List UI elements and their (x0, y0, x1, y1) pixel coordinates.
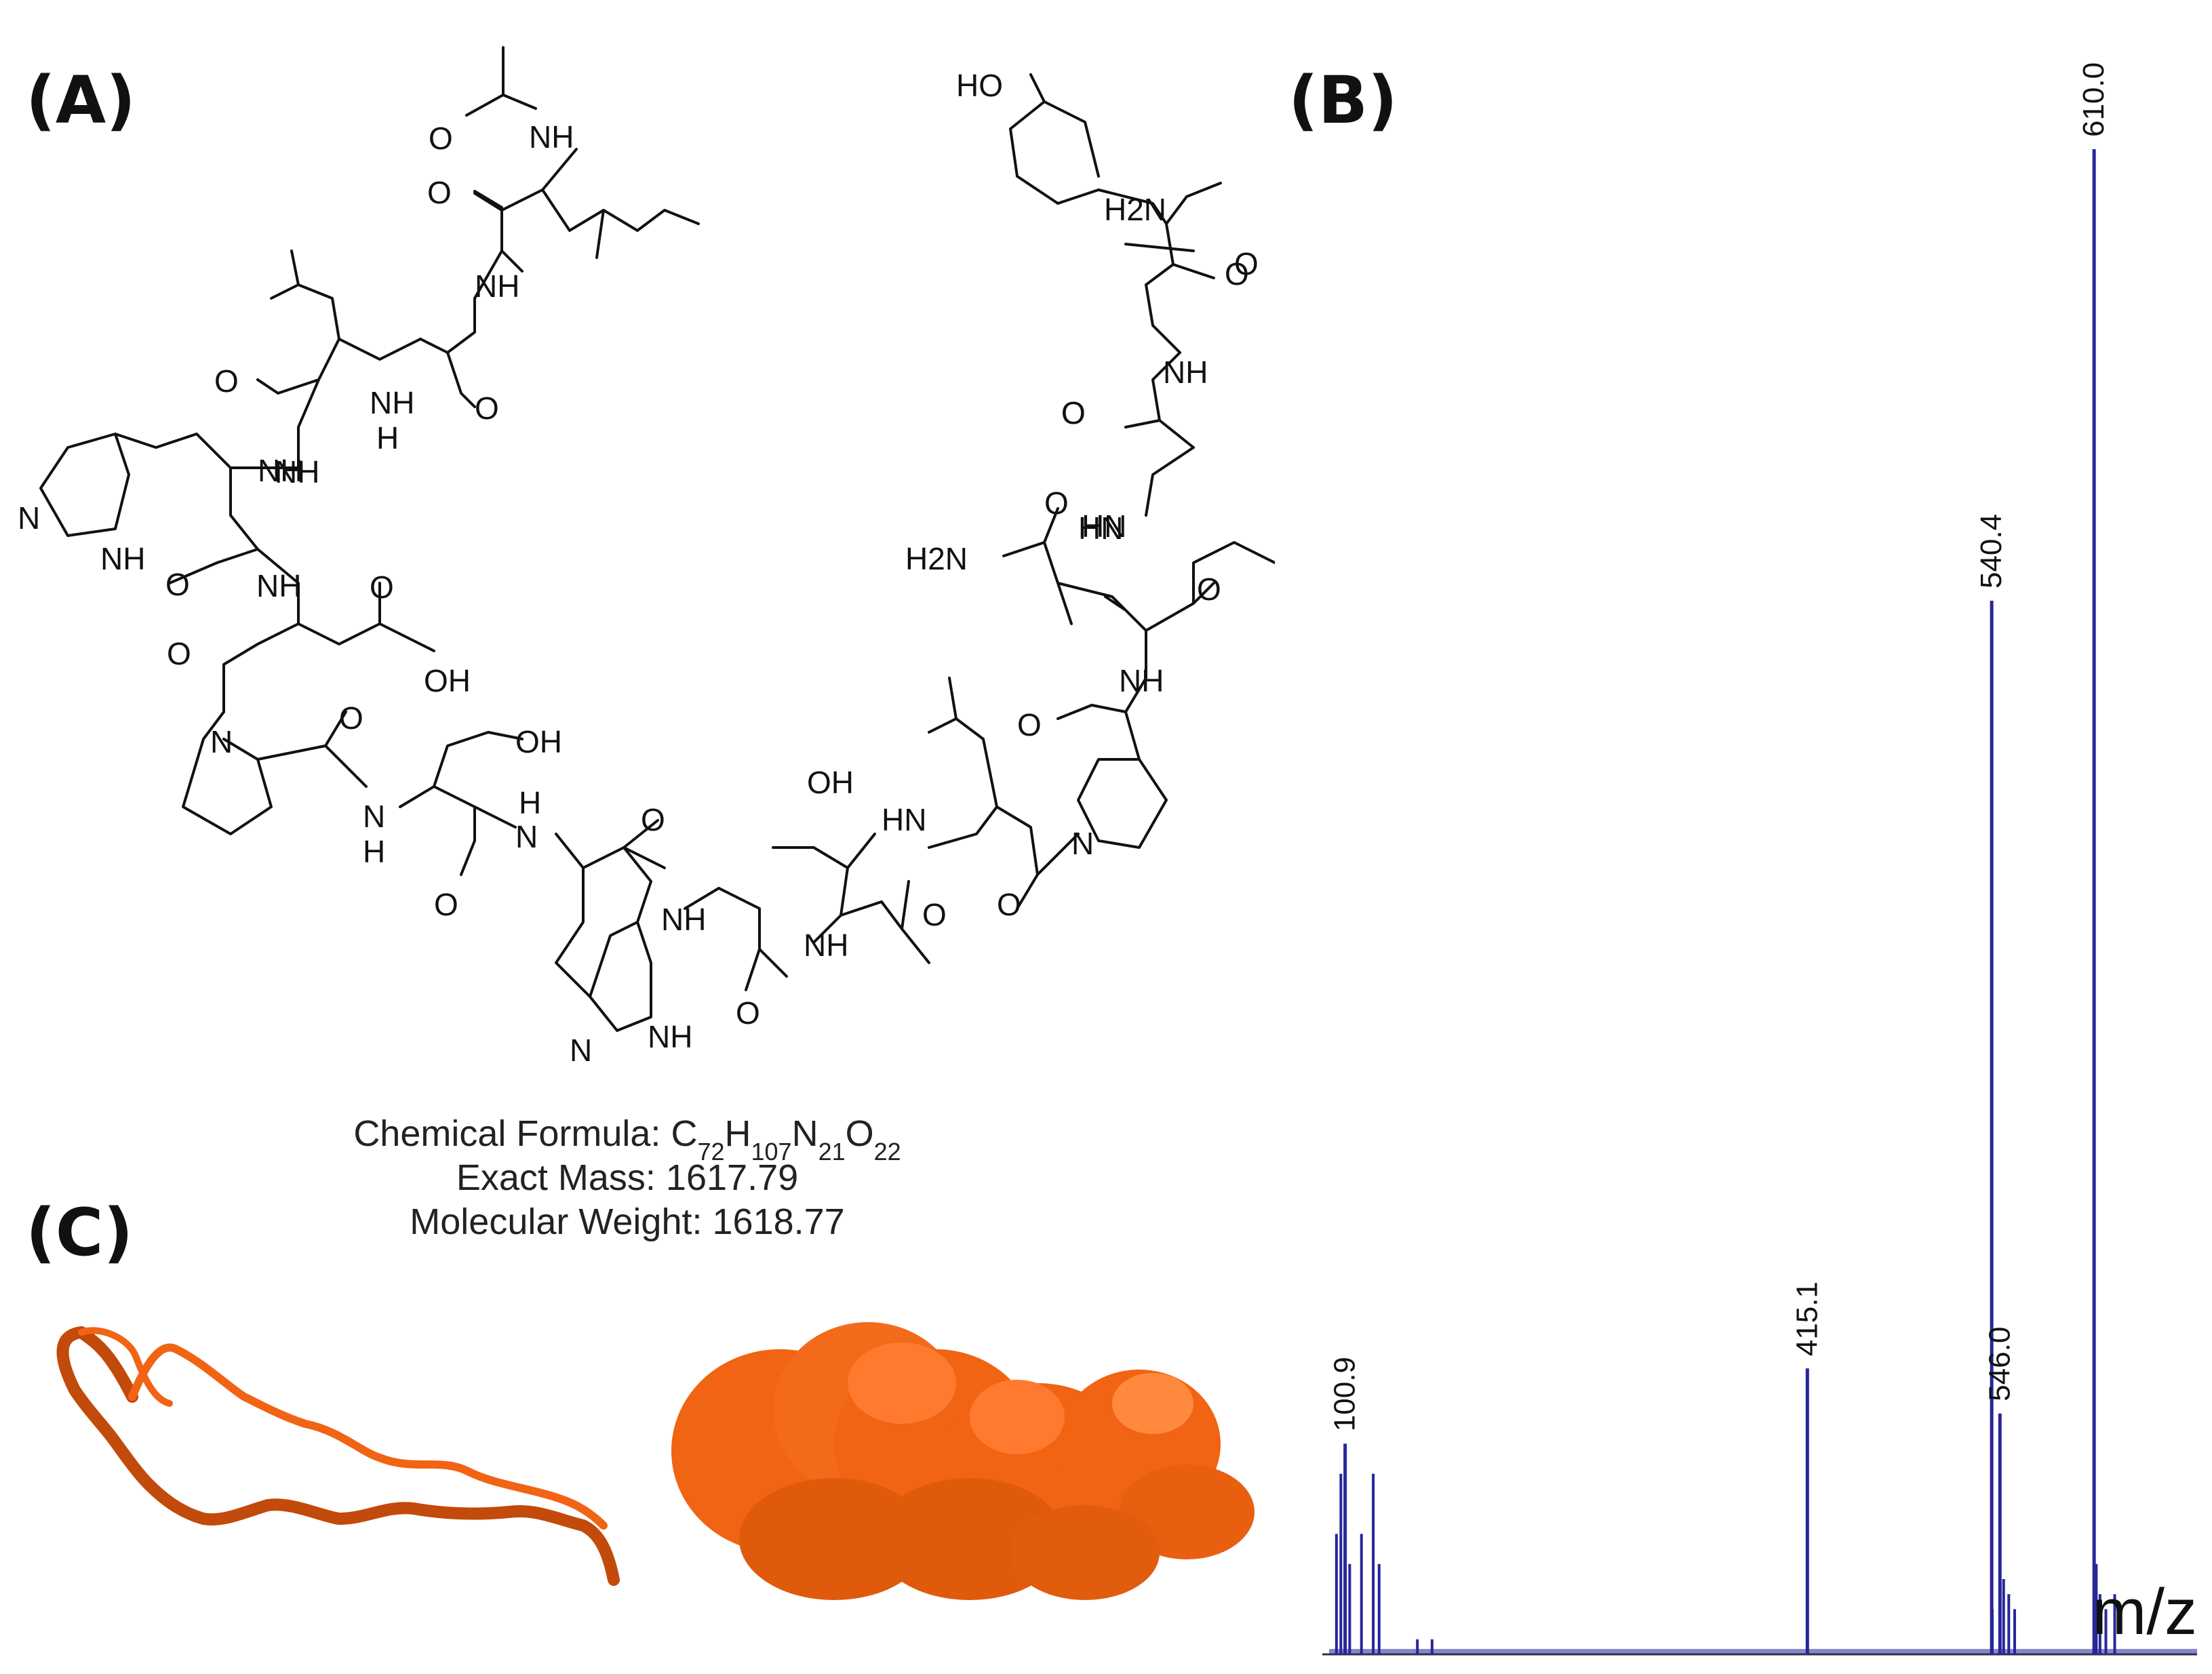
atom-label: O (1234, 246, 1259, 281)
atom-label: O (736, 995, 760, 1031)
atom-label: NH (258, 453, 302, 488)
atom-label: O (429, 121, 453, 156)
atom-label: O (1197, 572, 1221, 607)
formula-block: Chemical Formula: C72H107N21O22 Exact Ma… (353, 1113, 901, 1242)
atom-label: N (1071, 826, 1094, 861)
panel-label-b: (B) (1288, 62, 1398, 138)
atom-label: O (434, 887, 458, 922)
atom-label: O (165, 567, 190, 602)
panel-label-c: (C) (26, 1195, 134, 1271)
molecular-weight: Molecular Weight: 1618.77 (410, 1201, 844, 1242)
atom-label: NH (275, 454, 319, 490)
atom-label: O (1044, 485, 1069, 521)
atom-label: O (427, 175, 452, 210)
atom-label: OH (807, 765, 854, 800)
atom-label: NH (529, 119, 574, 155)
spectrum-peaks (1329, 149, 2197, 1654)
atom-label: H (376, 420, 399, 456)
atom-label: N (18, 500, 40, 536)
atom-label: OH (424, 663, 471, 698)
atom-label: NH (804, 928, 848, 963)
atom-label: HN (1082, 509, 1126, 544)
atom-label: NH (370, 385, 414, 420)
exact-mass: Exact Mass: 1617.79 (456, 1157, 798, 1198)
atom-label: HN (1078, 511, 1123, 546)
atom-label: N (570, 1033, 592, 1068)
atom-label: N (515, 819, 538, 854)
panel-label-a: (A) (26, 62, 136, 138)
atom-label: H (363, 834, 385, 869)
atom-label: NH (475, 268, 519, 304)
atom-label: H (519, 785, 541, 820)
atom-label: O (1061, 395, 1086, 431)
atom-label: O (997, 887, 1021, 922)
atom-label: O (370, 570, 394, 605)
atom-label: NH (648, 1019, 692, 1054)
atom-label: O (1225, 256, 1249, 292)
atom-label: O (1061, 395, 1086, 431)
x-axis-label: m/z (2092, 1576, 2197, 1648)
atom-label: N (363, 799, 385, 834)
atom-label: NH (256, 568, 301, 603)
atom-label: HN (882, 802, 926, 837)
peptide-atom-labels: HO NH O NH O NH N NH O NH O H O NH NH O … (18, 68, 1259, 1068)
peptide-structure-diagram: HO NH O NH O NH N NH O NH O H O NH NH O … (18, 46, 1275, 1242)
atom-label: O (1017, 707, 1042, 742)
peptide-bonds (39, 46, 1275, 1032)
atom-label: NH (1119, 663, 1164, 698)
peak-label-540.4: 540.4 (1975, 514, 2008, 589)
peak-label-546.0: 546.0 (1983, 1327, 2016, 1401)
atom-label: O (339, 700, 363, 736)
atom-label: NH (1163, 355, 1208, 390)
protein-structure-panel (56, 1322, 1255, 1600)
atom-label: O (475, 391, 499, 426)
atom-label: H2N (1104, 192, 1166, 227)
atom-label: O (214, 363, 239, 399)
atom-label: HO (956, 68, 1003, 103)
ribbon-structure (56, 1326, 620, 1586)
atom-label: NH (661, 902, 706, 937)
atom-label: O (167, 636, 191, 671)
peak-label-415.1: 415.1 (1790, 1281, 1823, 1356)
atom-label: O (641, 802, 665, 837)
atom-label: OH (515, 724, 562, 759)
surface-structure (671, 1322, 1255, 1600)
atom-label: NH (100, 541, 145, 576)
peak-label-610.0: 610.0 (2077, 62, 2110, 137)
peak-label-100.9: 100.9 (1328, 1357, 1362, 1431)
spectrum-peak-labels: 100.9 415.1 540.4 546.0 610.0 (1328, 62, 2110, 1431)
atom-label: O (922, 897, 947, 932)
baseline-noise (1329, 1649, 2197, 1654)
atom-label: H2N (905, 541, 968, 576)
atom-label: N (210, 724, 233, 759)
chemical-formula: Chemical Formula: C72H107N21O22 (353, 1113, 901, 1165)
